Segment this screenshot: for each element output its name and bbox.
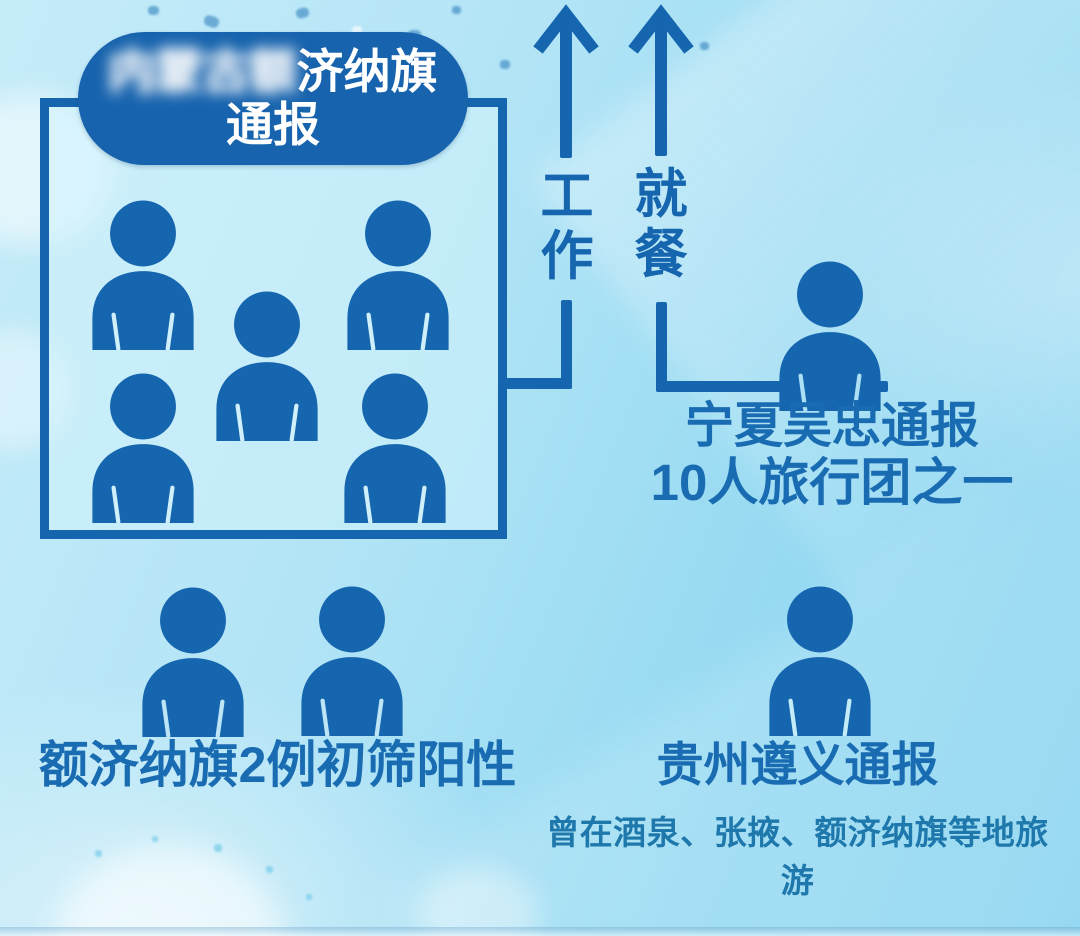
soft-blob [420,868,540,936]
speckle-dot [306,894,312,900]
pill-title-line1: 内蒙古额济纳旗 [108,44,438,99]
person-bust-icon [779,261,881,411]
speckle-dot [500,60,510,69]
guizhou-caption-line2: 曾在酒泉、张掖、额济纳旗等地旅游 [546,814,1049,899]
speckle-dot [214,844,222,852]
speckle-dot [148,6,159,15]
person-icon [134,584,252,737]
speckle-dot [202,13,221,30]
person-bust-icon [142,587,244,737]
ningxia-caption-line1: 宁夏吴忠通报 [684,399,979,453]
speckle-dot [152,836,158,842]
connector-elbow [656,381,888,392]
person-bust-icon [301,586,403,736]
bottom-edge-strip [0,927,1080,936]
virus-splash-decoration [55,845,285,936]
person-bust-icon [92,200,194,350]
connector-line [561,300,572,389]
person-icon [339,197,457,350]
connector-line [560,14,572,158]
report-title-pill: 内蒙古额济纳旗 通报 [78,32,468,165]
person-icon [771,258,889,411]
connector-line [655,14,667,156]
ningxia-caption-line2: 10人旅行团之一 [650,454,1014,512]
person-icon [84,197,202,350]
person-icon [84,370,202,523]
blurred-text-segment: 内蒙古额 [108,44,297,98]
speckle-dot [95,850,102,857]
person-bust-icon [347,200,449,350]
dining-connector-label: 就餐 [634,165,688,284]
person-bust-icon [344,373,446,523]
guizhou-caption-line1: 贵州遵义通报 [656,738,939,791]
person-icon [293,583,411,736]
person-bust-icon [216,291,318,441]
person-bust-icon [92,373,194,523]
person-bust-icon [769,586,871,736]
person-icon [336,370,454,523]
speckle-dot [352,26,362,35]
speckle-dot [452,6,461,14]
speckle-dot [266,866,273,873]
person-icon [761,583,879,736]
guizhou-caption: 贵州遵义通报 曾在酒泉、张掖、额济纳旗等地旅游 [545,726,1050,902]
connector-line [656,302,667,392]
person-icon [208,288,326,441]
work-connector-label: 工作 [540,167,594,286]
speckle-dot [700,42,709,50]
ejina-caption: 额济纳旗2例初筛阳性 [38,737,517,793]
pill-title-line2: 通报 [226,97,320,151]
connector-elbow [503,378,572,389]
ningxia-caption: 宁夏吴忠通报 10人旅行团之一 [612,399,1052,512]
clear-text-segment: 济纳旗 [296,44,438,98]
speckle-dot [294,6,311,20]
